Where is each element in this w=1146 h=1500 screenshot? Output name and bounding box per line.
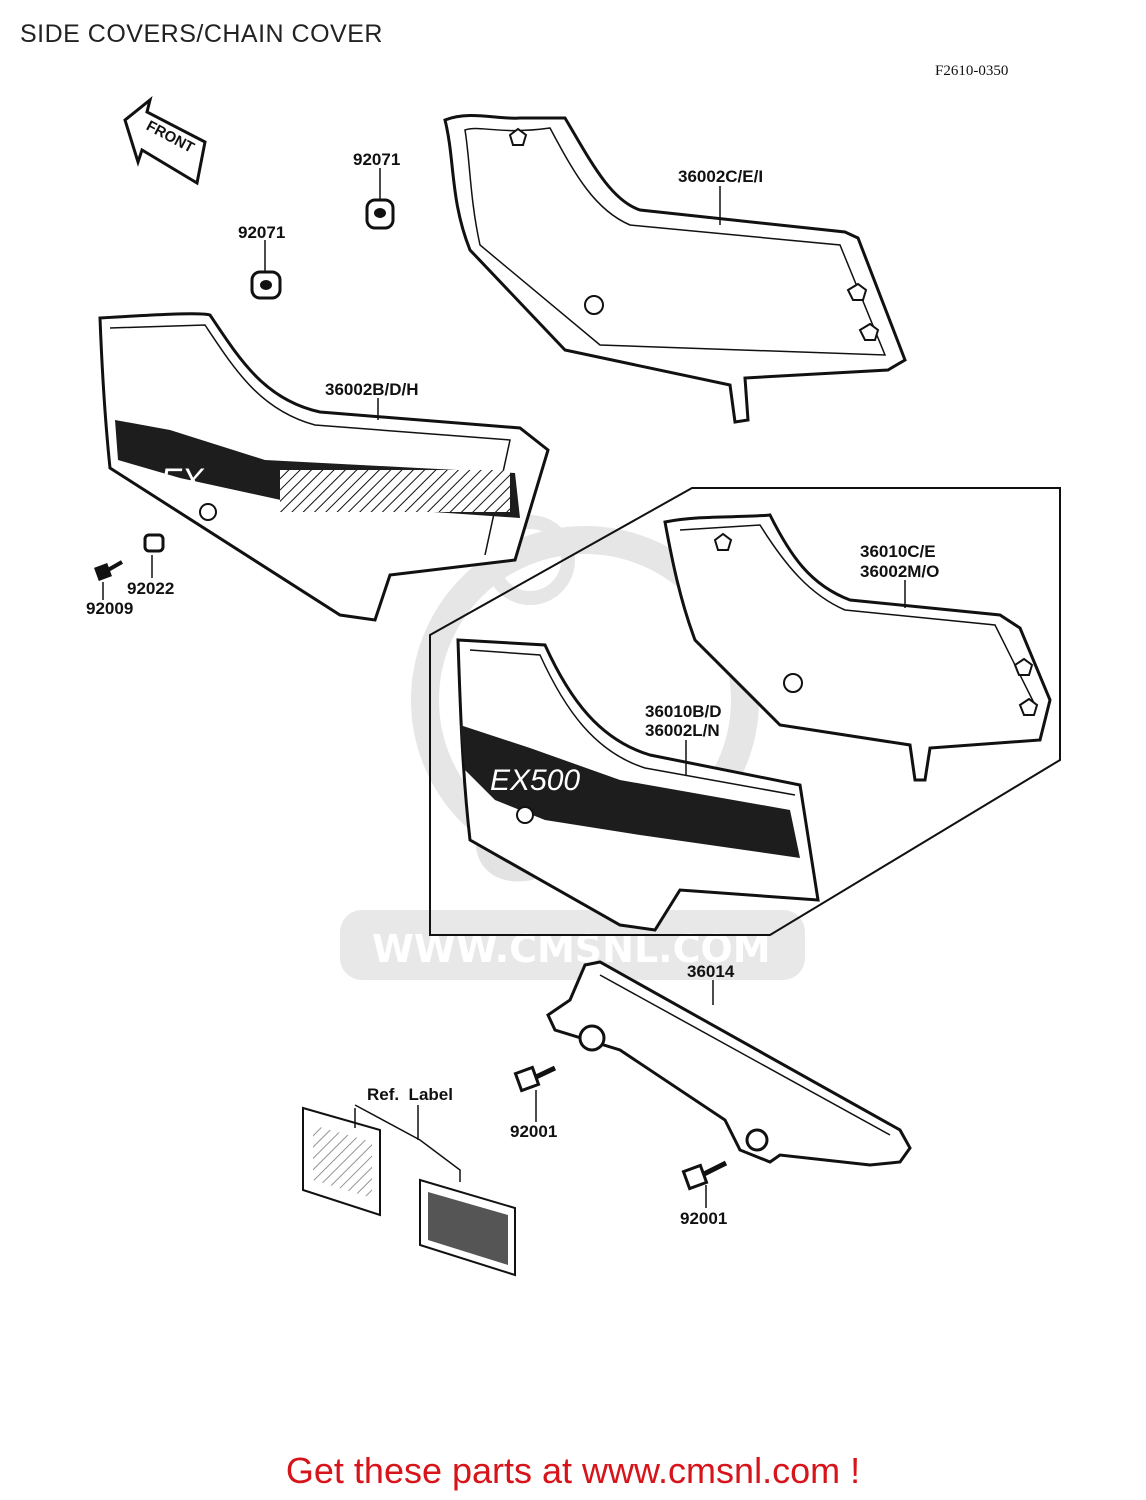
part-label-36002cei: 36002C/E/I: [678, 167, 763, 186]
grommet-92071-upper: [365, 198, 395, 230]
part-label-36014: 36014: [687, 962, 735, 981]
part-label-92071-upper: 92071: [353, 150, 400, 169]
part-label-36002bdh: 36002B/D/H: [325, 380, 419, 399]
part-label-36010ce: 36010C/E: [860, 542, 936, 561]
part-label-92071-lower: 92071: [238, 223, 285, 242]
part-label-36002mo: 36002M/O: [860, 562, 939, 581]
page-title: SIDE COVERS/CHAIN COVER: [20, 20, 383, 48]
ref-label-caption: Ref. Label: [367, 1085, 453, 1104]
reference-label-sheet-a: [302, 1106, 381, 1217]
side-cover-left: [98, 312, 550, 622]
grommet-92071-lower: [250, 270, 282, 300]
nut-92022: [143, 533, 165, 553]
part-label-92001-lower: 92001: [680, 1209, 727, 1228]
bolt-92001-upper: [513, 1065, 557, 1093]
decal-ex500: EX500: [490, 764, 580, 797]
chain-cover: [546, 960, 912, 1167]
bolt-92001-lower: [681, 1160, 728, 1191]
side-cover-right-alt: [663, 513, 1052, 782]
side-cover-right-upper: [443, 113, 907, 424]
bolt-92009: [94, 560, 123, 581]
front-arrow-icon: FRONT: [123, 96, 207, 186]
diagram-code: F2610-0350: [935, 63, 1008, 79]
decal-fx: FX: [160, 462, 205, 500]
side-cover-left-alt: [456, 638, 820, 932]
option-group-outline: [429, 487, 1061, 936]
part-label-92022: 92022: [127, 579, 174, 598]
part-label-92001-upper: 92001: [510, 1122, 557, 1141]
part-label-36010bd: 36010B/D: [645, 702, 722, 721]
part-label-36002ln: 36002L/N: [645, 721, 720, 740]
cta-link[interactable]: Get these parts at www.cmsnl.com !: [285, 1450, 861, 1491]
leader-lines: [102, 168, 906, 1208]
part-label-92009: 92009: [86, 599, 133, 618]
reference-label-sheet-b: [419, 1178, 516, 1277]
